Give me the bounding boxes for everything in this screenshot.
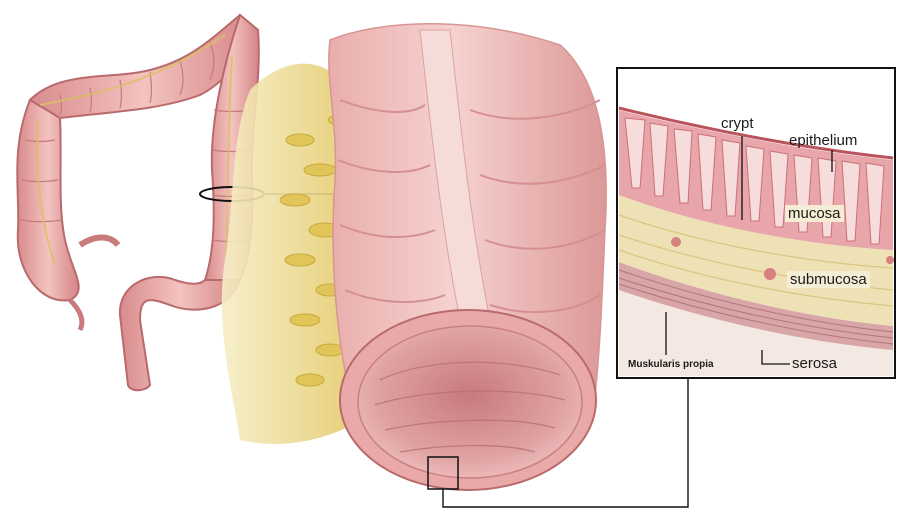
wall-layers-inset (617, 68, 895, 378)
colon-closeup (222, 24, 606, 490)
label-epithelium: epithelium (789, 133, 857, 148)
label-submucosa: submucosa (787, 271, 870, 288)
label-crypt: crypt (721, 116, 754, 131)
label-muscularis-propria: Muskularis propia (628, 360, 714, 370)
label-mucosa: mucosa (785, 205, 844, 222)
label-serosa: serosa (792, 356, 837, 371)
